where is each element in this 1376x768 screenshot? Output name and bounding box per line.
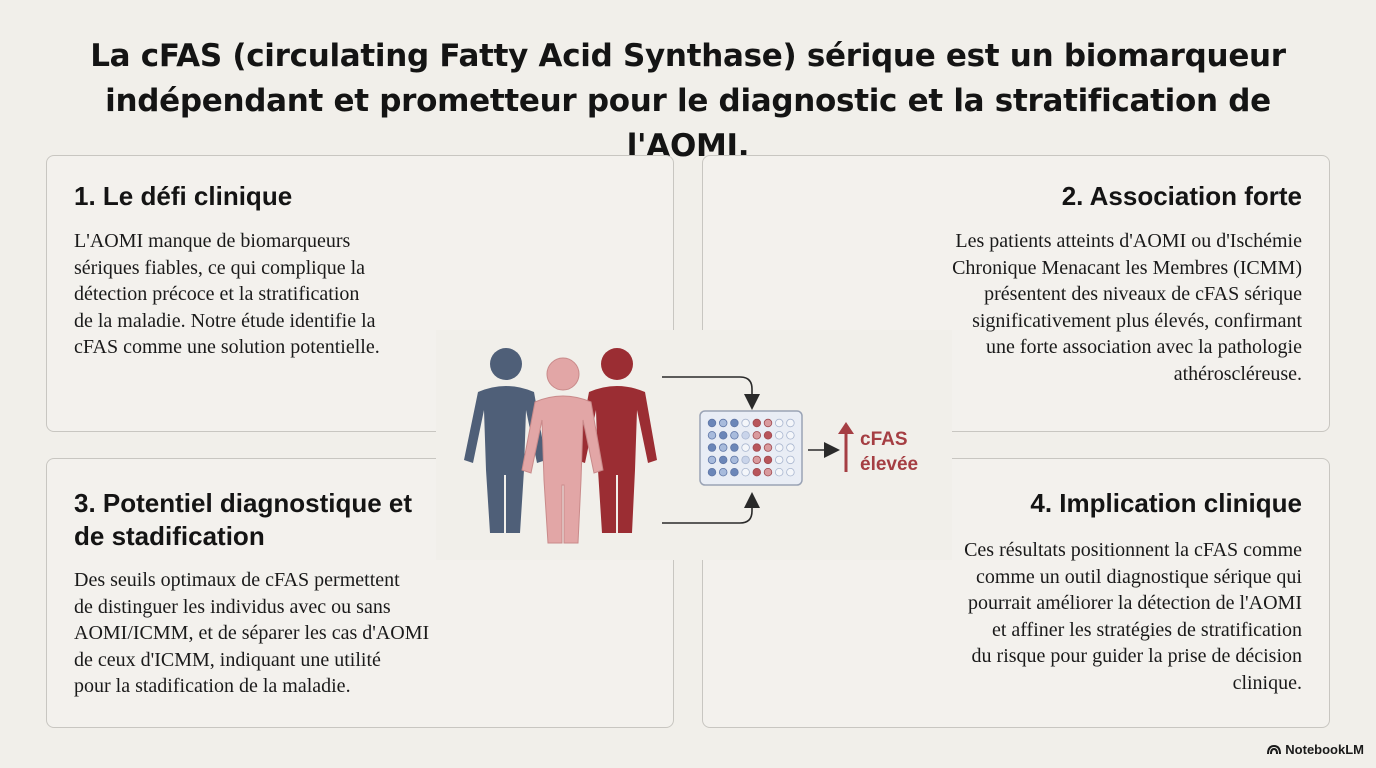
card-heading: 3. Potentiel diagnostique et de stadific…: [74, 488, 413, 551]
plate-well: [741, 418, 750, 428]
well-plate-icon: [699, 410, 803, 486]
person-red-icon: [576, 348, 657, 533]
plate-well: [707, 443, 717, 452]
plate-well: [730, 455, 739, 465]
card-body: L'AOMI manque de biomarqueurs sériques f…: [74, 230, 380, 358]
plate-well: [763, 418, 773, 428]
card-body: Les patients atteints d'AOMI ou d'Ischém…: [952, 230, 1302, 385]
plate-well: [741, 467, 750, 477]
notebooklm-logo-icon: [1267, 743, 1282, 758]
plate-well: [741, 443, 750, 452]
plate-well: [752, 467, 761, 477]
cfas-elevated-label: cFAS élevée: [860, 429, 919, 475]
plate-well: [707, 418, 717, 428]
plate-well: [763, 455, 773, 465]
plate-well: [707, 467, 717, 477]
arrow-up-icon: [838, 422, 854, 472]
plate-well: [730, 431, 739, 440]
plate-well: [730, 467, 739, 477]
plate-well: [752, 443, 761, 452]
plate-well: [775, 431, 784, 440]
plate-well: [741, 455, 750, 465]
plate-well: [786, 418, 795, 428]
card-diagnostic-potential: 3. Potentiel diagnostique et de stadific…: [46, 458, 674, 728]
arrow-bottom: [662, 492, 760, 524]
plate-well: [752, 418, 761, 428]
plate-well: [707, 455, 717, 465]
card-heading: 4. Implication clinique: [1030, 488, 1302, 518]
plate-well: [763, 431, 773, 440]
card-clinical-challenge: 1. Le défi clinique L'AOMI manque de bio…: [46, 155, 674, 432]
central-illustration: cFAS élevée: [436, 330, 952, 560]
plate-well: [775, 467, 784, 477]
plate-well: [786, 455, 795, 465]
plate-well: [741, 431, 750, 440]
plate-well: [719, 443, 728, 452]
plate-well: [786, 467, 795, 477]
plate-well: [719, 418, 728, 428]
plate-well: [752, 455, 761, 465]
card-body: Des seuils optimaux de cFAS permettent d…: [74, 569, 430, 697]
plate-well: [752, 431, 761, 440]
person-blue-icon: [464, 348, 546, 533]
plate-well: [775, 443, 784, 452]
card-body: Ces résultats positionnent la cFAS comme…: [964, 539, 1302, 694]
plate-well: [719, 467, 728, 477]
branding: NotebookLM: [1267, 742, 1364, 758]
plate-well: [775, 455, 784, 465]
plate-well: [763, 467, 773, 477]
arrow-top: [662, 376, 760, 410]
card-heading: 2. Association forte: [1061, 181, 1302, 211]
plate-well: [730, 443, 739, 452]
plate-well: [730, 418, 739, 428]
plate-well: [719, 431, 728, 440]
person-pink-icon: [521, 357, 604, 544]
plate-well: [786, 431, 795, 440]
illustration-svg: [464, 348, 854, 544]
plate-well: [719, 455, 728, 465]
card-heading: 1. Le défi clinique: [74, 181, 293, 211]
plate-well: [775, 418, 784, 428]
plate-well: [786, 443, 795, 452]
plate-well: [763, 443, 773, 452]
page-title: La cFAS (circulating Fatty Acid Synthase…: [90, 38, 1286, 164]
plate-well: [707, 431, 717, 440]
